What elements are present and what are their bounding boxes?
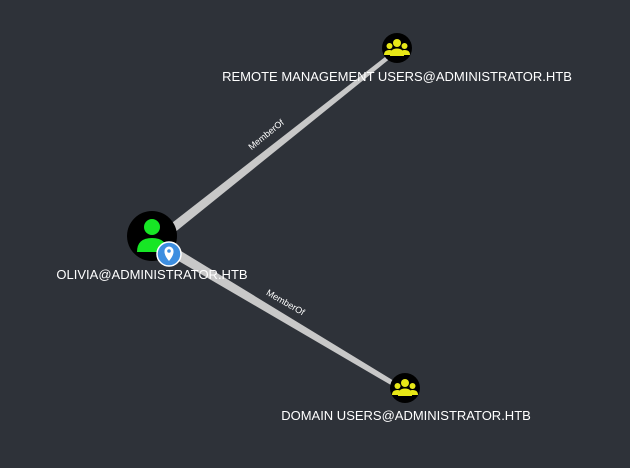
edge-shape — [170, 248, 399, 388]
group-node-circle — [382, 33, 412, 63]
map-marker-icon — [156, 241, 182, 267]
group-node-circle — [390, 373, 420, 403]
node-group-remote-management-users[interactable]: REMOTE MANAGEMENT USERS@ADMINISTRATOR.HT… — [222, 33, 572, 84]
node-user-olivia[interactable]: OLIVIA@ADMINISTRATOR.HTB — [56, 211, 248, 282]
node-group-domain-users[interactable]: DOMAIN USERS@ADMINISTRATOR.HTB — [281, 373, 531, 423]
node-label-remote-management: REMOTE MANAGEMENT USERS@ADMINISTRATOR.HT… — [222, 69, 572, 84]
users-group-icon — [384, 39, 410, 56]
edge-shape — [168, 50, 397, 233]
node-label-user: OLIVIA@ADMINISTRATOR.HTB — [56, 267, 247, 282]
users-group-icon — [392, 379, 418, 396]
node-label-domain-users: DOMAIN USERS@ADMINISTRATOR.HTB — [281, 408, 531, 423]
